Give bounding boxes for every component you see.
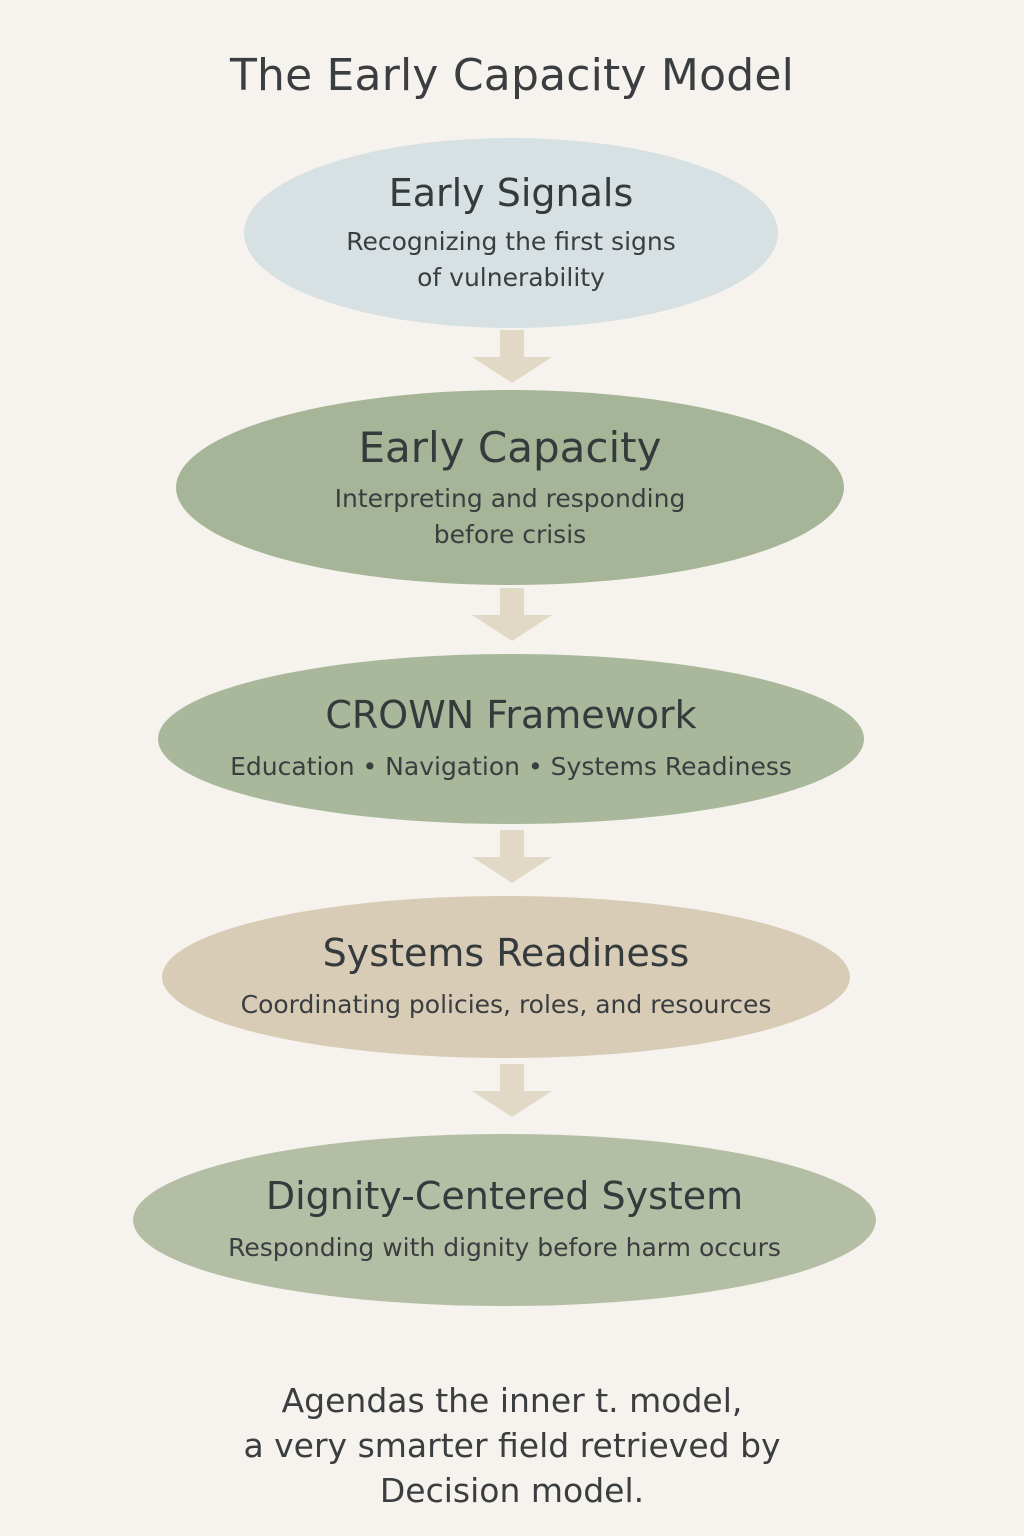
stage-early-signals: Early Signals Recognizing the first sign…	[244, 138, 778, 328]
footer-caption: Agendas the inner t. model, a very smart…	[0, 1378, 1024, 1513]
stage-description: Interpreting and responding before crisi…	[334, 484, 686, 549]
stage-description: Education • Navigation • Systems Readine…	[230, 752, 792, 782]
stage-heading: Dignity-Centered System	[265, 1174, 744, 1219]
stage-heading: CROWN Framework	[325, 693, 697, 738]
stage-description: Responding with dignity before harm occu…	[228, 1233, 781, 1263]
diagram-title: The Early Capacity Model	[229, 50, 795, 101]
down-arrow-icon	[472, 1064, 552, 1120]
stage-heading: Early Signals	[388, 170, 634, 215]
stage-description: Recognizing the first signs of vulnerabi…	[346, 227, 676, 292]
stage-early-capacity: Early Capacity Interpreting and respondi…	[176, 390, 844, 585]
down-arrow-icon	[472, 830, 552, 886]
stage-dignity-centered-system: Dignity-Centered System Responding with …	[133, 1134, 876, 1306]
stage-crown-framework: CROWN Framework Education • Navigation •…	[158, 654, 864, 824]
down-arrow-icon	[472, 330, 552, 386]
caption-line: Agendas the inner t. model,	[281, 1381, 743, 1420]
stage-description: Coordinating policies, roles, and resour…	[240, 990, 772, 1020]
stage-heading: Systems Readiness	[322, 931, 690, 976]
stage-systems-readiness: Systems Readiness Coordinating policies,…	[162, 896, 850, 1058]
caption-line: Decision model.	[379, 1471, 645, 1510]
caption-line: a very smarter field retrieved by	[243, 1426, 781, 1465]
stage-heading: Early Capacity	[358, 422, 662, 472]
down-arrow-icon	[472, 588, 552, 644]
